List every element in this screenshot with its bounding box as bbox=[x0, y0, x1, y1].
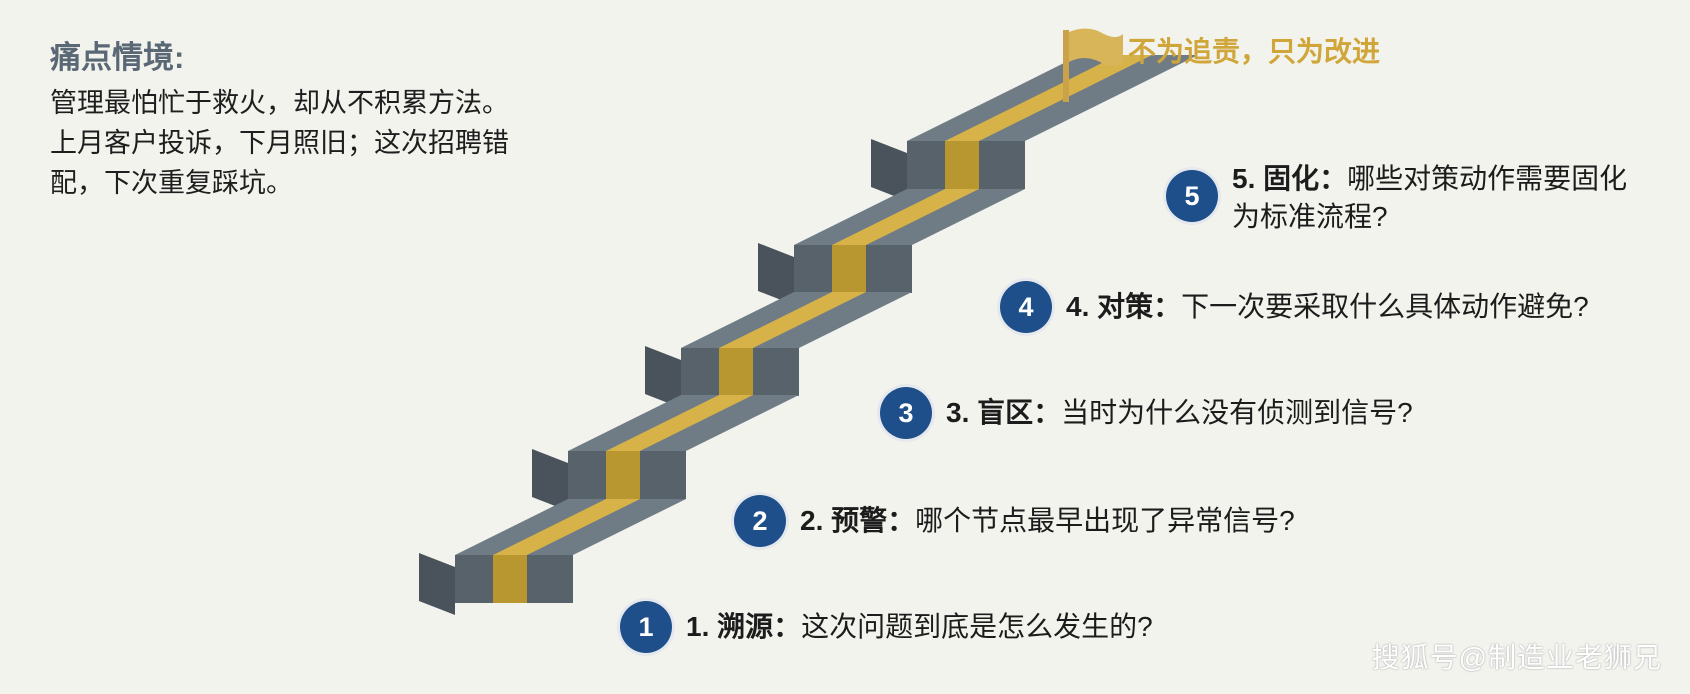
step-4: 4 4. 对策：下一次要采取什么具体动作避免? bbox=[1000, 281, 1589, 333]
step-5: 5 5. 固化：哪些对策动作需要固化 为标准流程? bbox=[1166, 160, 1627, 236]
step-3-number-badge: 3 bbox=[880, 387, 932, 439]
goal-caption: 不为追责，只为改进 bbox=[1128, 36, 1381, 67]
step-2-text: 2. 预警：哪个节点最早出现了异常信号? bbox=[800, 502, 1295, 540]
pain-points-title: 痛点情境: bbox=[50, 40, 185, 75]
step-4-side-face bbox=[758, 243, 794, 305]
step-2-colon: ： bbox=[887, 505, 916, 536]
step-1-number-badge: 1 bbox=[620, 601, 672, 653]
step-1-riser-stripe bbox=[493, 555, 527, 603]
pain-points-panel: 痛点情境: 管理最怕忙于救火，却从不积累方法。 上月客户投诉，下月照旧；这次招聘… bbox=[50, 32, 509, 203]
step-3-side-face bbox=[645, 346, 681, 408]
step-5-question-line-2: 为标准流程? bbox=[1232, 201, 1388, 232]
step-1-title: 1. 溯源 bbox=[686, 611, 774, 642]
step-5-side-face bbox=[871, 139, 907, 201]
step-3-colon: ： bbox=[1033, 397, 1062, 428]
step-1-text: 1. 溯源：这次问题到底是怎么发生的? bbox=[686, 608, 1153, 646]
step-5-title: 5. 固化 bbox=[1232, 163, 1320, 194]
step-4-tread-stripe bbox=[832, 189, 979, 245]
step-2: 2 2. 预警：哪个节点最早出现了异常信号? bbox=[734, 495, 1295, 547]
step-1-colon: ： bbox=[773, 611, 802, 642]
step-2-side-face bbox=[532, 449, 568, 511]
step-3-tread-stripe bbox=[719, 292, 866, 348]
step-3-riser-stripe bbox=[719, 348, 753, 396]
step-1-side-face bbox=[419, 553, 455, 615]
step-1-tread-stripe bbox=[493, 499, 640, 555]
step-2-number-badge: 2 bbox=[734, 495, 786, 547]
step-3-text: 3. 盲区：当时为什么没有侦测到信号? bbox=[946, 394, 1413, 432]
pain-points-line-3: 配，下次重复踩坑。 bbox=[50, 168, 293, 198]
step-5-number-badge: 5 bbox=[1166, 170, 1218, 222]
step-3-question: 当时为什么没有侦测到信号? bbox=[1061, 397, 1413, 428]
step-4-question: 下一次要采取什么具体动作避免? bbox=[1181, 291, 1589, 322]
step-1: 1 1. 溯源：这次问题到底是怎么发生的? bbox=[620, 601, 1153, 653]
step-4-title: 4. 对策 bbox=[1066, 291, 1154, 322]
pain-points-line-2: 上月客户投诉，下月照旧；这次招聘错 bbox=[50, 128, 509, 158]
step-5-riser-stripe bbox=[945, 141, 979, 189]
step-5-tread-stripe bbox=[945, 85, 1092, 141]
step-2-riser-stripe bbox=[606, 451, 640, 499]
watermark: 搜狐号@制造业老狮兄 bbox=[1371, 642, 1662, 673]
step-3: 3 3. 盲区：当时为什么没有侦测到信号? bbox=[880, 387, 1413, 439]
step-5-text: 5. 固化：哪些对策动作需要固化 为标准流程? bbox=[1232, 160, 1627, 236]
staircase-steps bbox=[419, 55, 1198, 615]
step-1-question: 这次问题到底是怎么发生的? bbox=[801, 611, 1153, 642]
step-2-question: 哪个节点最早出现了异常信号? bbox=[915, 505, 1295, 536]
step-5-question-line-1: 哪些对策动作需要固化 bbox=[1347, 163, 1628, 194]
pain-points-line-1: 管理最怕忙于救火，却从不积累方法。 bbox=[50, 88, 509, 118]
step-4-number-badge: 4 bbox=[1000, 281, 1052, 333]
step-4-riser-stripe bbox=[832, 245, 866, 293]
flag-icon bbox=[1063, 28, 1123, 102]
step-4-text: 4. 对策：下一次要采取什么具体动作避免? bbox=[1066, 288, 1589, 326]
step-2-title: 2. 预警 bbox=[800, 505, 888, 536]
step-2-tread-stripe bbox=[606, 395, 753, 451]
top-landing-stripe bbox=[1058, 55, 1152, 85]
step-4-colon: ： bbox=[1153, 291, 1182, 322]
step-5-colon: ： bbox=[1319, 163, 1348, 194]
step-3-title: 3. 盲区 bbox=[946, 397, 1034, 428]
